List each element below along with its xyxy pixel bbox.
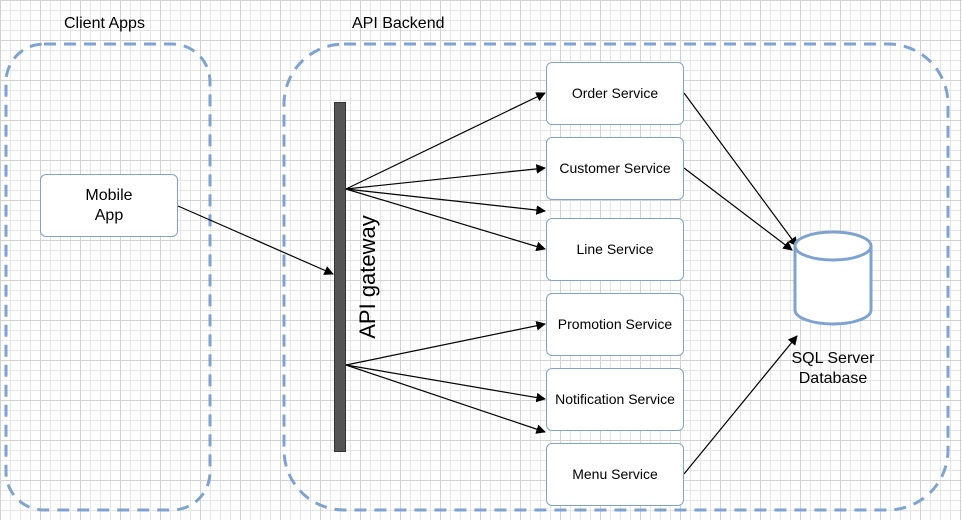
mobile-app-label-line2: App (94, 206, 124, 224)
notification-service-node[interactable]: Notification Service (546, 368, 684, 431)
database-label-line1: SQL Server (791, 350, 875, 367)
arrow-gateway-to-notification-low (345, 364, 546, 434)
arrow-gateway-to-customer-low (345, 188, 546, 215)
order-service-node[interactable]: Order Service (546, 62, 684, 125)
promotion-service-node[interactable]: Promotion Service (546, 293, 684, 356)
arrow-menu-to-database (683, 335, 798, 475)
mobile-app-label-line1: Mobile (85, 186, 133, 204)
customer-service-label: Customer Service (559, 160, 671, 176)
promotion-service-label: Promotion Service (557, 316, 673, 332)
arrow-gateway-to-notification (345, 364, 546, 403)
customer-service-node[interactable]: Customer Service (546, 137, 684, 200)
arrow-gateway-to-order (345, 92, 546, 190)
order-service-label: Order Service (571, 85, 659, 101)
arrow-customer-to-database (683, 167, 793, 251)
database-icon (793, 230, 873, 326)
line-service-node[interactable]: Line Service (546, 218, 684, 281)
arrow-gateway-to-line (345, 188, 546, 252)
arrow-gateway-to-promotion (345, 321, 546, 366)
client-apps-group (4, 42, 212, 512)
api-gateway-label: API gateway (355, 215, 380, 339)
notification-service-label: Notification Service (555, 391, 675, 407)
menu-service-label: Menu Service (572, 466, 658, 482)
arrow-gateway-to-customer (345, 164, 546, 190)
api-backend-group (282, 42, 950, 512)
database-label-line2: Database (798, 370, 868, 387)
database-label: SQL Server Database (773, 349, 893, 389)
client-apps-title: Client Apps (64, 15, 145, 32)
line-service-label: Line Service (576, 241, 654, 257)
mobile-app-node[interactable]: Mobile App (40, 174, 178, 237)
api-gateway-bar[interactable] (334, 102, 346, 452)
api-backend-title: API Backend (352, 15, 445, 32)
arrow-order-to-database (683, 92, 798, 247)
menu-service-node[interactable]: Menu Service (546, 443, 684, 506)
arrow-mobile-to-gateway (177, 205, 334, 275)
